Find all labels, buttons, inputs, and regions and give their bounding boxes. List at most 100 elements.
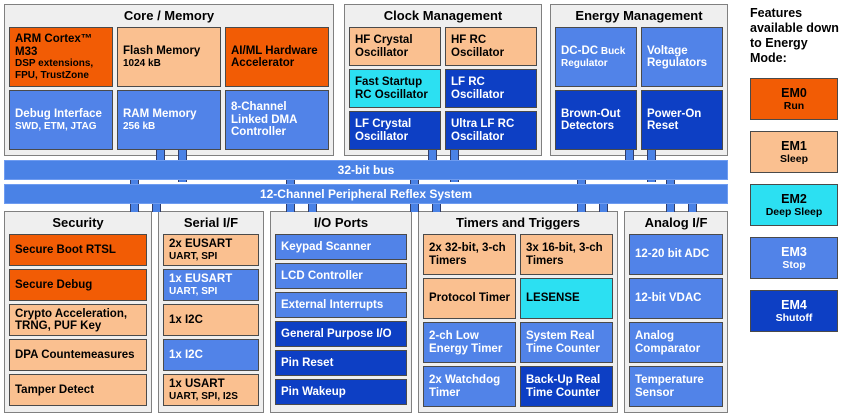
block-label: Brown-Out Detectors <box>561 107 621 133</box>
block-2x-32-bit-3-ch-timers[interactable]: 2x 32-bit, 3-ch Timers <box>423 234 516 275</box>
block-label: Pin Reset <box>281 356 334 369</box>
block-ai-ml-hardware-accelerator[interactable]: AI/ML Hardware Accelerator <box>225 27 329 87</box>
block-label: RAM Memory <box>123 108 197 120</box>
bus-32bit-label: 32-bit bus <box>337 163 395 177</box>
block-label: System Real Time Counter <box>526 330 600 355</box>
legend-item-name: EM1 <box>781 139 807 153</box>
block-analog-comparator[interactable]: Analog Comparator <box>629 322 723 363</box>
bus-32bit: 32-bit bus <box>4 160 728 180</box>
block-voltage-regulators[interactable]: Voltage Regulators <box>641 27 723 87</box>
block-secure-debug[interactable]: Secure Debug <box>9 269 147 301</box>
panel-title: Energy Management <box>575 8 703 23</box>
block-label: Protocol Timer <box>429 292 510 305</box>
block-back-up-real-time-counter[interactable]: Back-Up Real Time Counter <box>520 366 613 407</box>
block-system-real-time-counter[interactable]: System Real Time Counter <box>520 322 613 363</box>
block-label: LESENSE <box>526 292 580 305</box>
block-8-channel-linked-dma-controller[interactable]: 8-Channel Linked DMA Controller <box>225 90 329 150</box>
block-tamper-detect[interactable]: Tamper Detect <box>9 374 147 406</box>
block-sublabel: UART, SPI, I2S <box>169 390 238 402</box>
block-1x-i2c[interactable]: 1x I2C <box>163 304 259 336</box>
block-label: Back-Up Real Time Counter <box>526 374 601 399</box>
block-label: Pin Wakeup <box>281 385 346 398</box>
block-label: LCD Controller <box>281 269 363 282</box>
block-label: 1x EUSART <box>169 273 233 285</box>
block-dpa-countemeasures[interactable]: DPA Countemeasures <box>9 339 147 371</box>
block-label: Analog Comparator <box>635 330 701 355</box>
block-pin-wakeup[interactable]: Pin Wakeup <box>275 379 407 405</box>
block-crypto-acceleration-trng-puf-key[interactable]: Crypto Acceleration, TRNG, PUF Key <box>9 304 147 336</box>
block-ultra-lf-rc-oscillator[interactable]: Ultra LF RC Oscillator <box>445 111 537 150</box>
panel-title: Security <box>52 215 104 230</box>
block-label: Fast Startup RC Oscillator <box>355 76 428 101</box>
block-power-on-reset[interactable]: Power-On Reset <box>641 90 723 150</box>
block-label: Secure Debug <box>15 278 93 291</box>
block-sublabel: UART, SPI <box>169 285 218 297</box>
block-fast-startup-rc-oscillator[interactable]: Fast Startup RC Oscillator <box>349 69 441 108</box>
block-lf-rc-oscillator[interactable]: LF RC Oscillator <box>445 69 537 108</box>
block-label: Crypto Acceleration, TRNG, PUF Key <box>15 307 128 333</box>
block-label: Tamper Detect <box>15 383 95 396</box>
block-label: DC-DC <box>561 44 599 57</box>
legend-title: Features available down to Energy Mode: <box>750 6 839 65</box>
block-protocol-timer[interactable]: Protocol Timer <box>423 278 516 319</box>
legend-item-name: EM3 <box>781 245 807 259</box>
block-lf-crystal-oscillator[interactable]: LF Crystal Oscillator <box>349 111 441 150</box>
block-label: 1x USART <box>169 378 225 390</box>
bus-stub <box>688 196 697 212</box>
block-lcd-controller[interactable]: LCD Controller <box>275 263 407 289</box>
block-label: 2-ch Low Energy Timer <box>429 330 503 355</box>
panel-title: Core / Memory <box>123 8 215 23</box>
block-secure-boot-rtsl[interactable]: Secure Boot RTSL <box>9 234 147 266</box>
block-row: 2x Watchdog Timer Back-Up Real Time Count… <box>423 366 613 407</box>
block-sublabel: SWD, ETM, JTAG <box>15 120 97 132</box>
block-external-interrupts[interactable]: External Interrupts <box>275 292 407 318</box>
block-label: HF RC Oscillator <box>451 34 505 59</box>
panel-title: Clock Management <box>383 8 503 23</box>
block-hf-crystal-oscillator[interactable]: HF Crystal Oscillator <box>349 27 441 66</box>
block-label: AI/ML Hardware Accelerator <box>231 44 318 70</box>
block-1x-i2c[interactable]: 1x I2C <box>163 339 259 371</box>
block-keypad-scanner[interactable]: Keypad Scanner <box>275 234 407 260</box>
block-hf-rc-oscillator[interactable]: HF RC Oscillator <box>445 27 537 66</box>
block-dc-dc[interactable]: DC-DC Buck Regulator <box>555 27 637 87</box>
block-label: Power-On Reset <box>647 107 702 133</box>
block-label: Ultra LF RC Oscillator <box>451 118 515 143</box>
block-12-20-bit-adc[interactable]: 12-20 bit ADC <box>629 234 723 275</box>
block-pin-reset[interactable]: Pin Reset <box>275 350 407 376</box>
block-3x-16-bit-3-ch-timers[interactable]: 3x 16-bit, 3-ch Timers <box>520 234 613 275</box>
legend-item-name: EM0 <box>781 86 807 100</box>
block-brown-out-detectors[interactable]: Brown-Out Detectors <box>555 90 637 150</box>
block-sublabel: 1024 kB <box>123 57 161 69</box>
block-lesense[interactable]: LESENSE <box>520 278 613 319</box>
block-label: Keypad Scanner <box>281 240 372 253</box>
block-temperature-sensor[interactable]: Temperature Sensor <box>629 366 723 407</box>
block-sublabel: UART, SPI <box>169 250 218 262</box>
block-label: 1x I2C <box>169 348 203 361</box>
bus-stub <box>308 196 317 212</box>
block-row: 2x 32-bit, 3-ch Timers 3x 16-bit, 3-ch Ti… <box>423 234 613 275</box>
block-12-bit-vdac[interactable]: 12-bit VDAC <box>629 278 723 319</box>
block-general-purpose-i-o[interactable]: General Purpose I/O <box>275 321 407 347</box>
bus-prs: 12-Channel Peripheral Reflex System <box>4 184 728 204</box>
panel-clock-management: Clock Management HF Crystal Oscillator HF… <box>344 4 542 156</box>
block-label: 2x 32-bit, 3-ch Timers <box>429 242 506 267</box>
block-2x-watchdog-timer[interactable]: 2x Watchdog Timer <box>423 366 516 407</box>
block-2-ch-low-energy-timer[interactable]: 2-ch Low Energy Timer <box>423 322 516 363</box>
